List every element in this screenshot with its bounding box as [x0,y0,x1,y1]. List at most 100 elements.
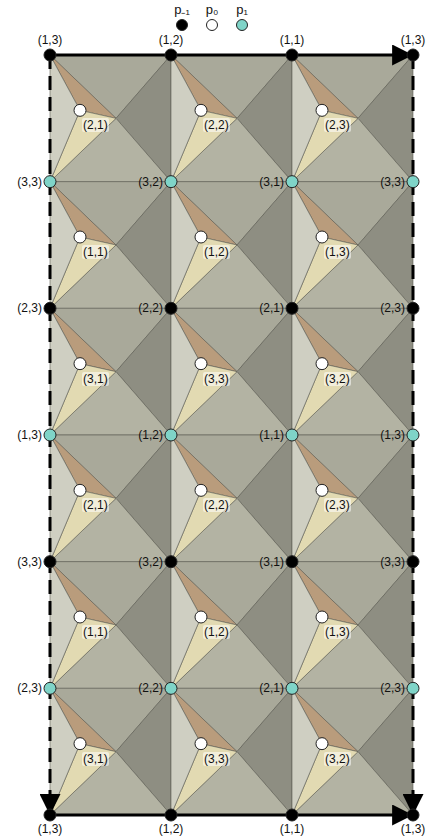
site-label: (3,3) [17,555,42,569]
atom-dot [286,809,298,821]
atom-dot [195,738,207,750]
atom-dot [165,176,177,188]
atom-dot [165,556,177,568]
site-label: (2,2) [203,498,230,512]
octahedron-face [50,308,80,435]
site-label: (1,3) [380,428,405,442]
frame-arrow [50,54,411,57]
legend-swatch [176,19,188,31]
octahedron-face [171,562,201,689]
octahedron-face [292,55,322,182]
site-label: (1,1) [259,428,284,442]
atom-dot [44,556,56,568]
atom-dot [195,104,207,116]
octahedron-face [171,688,201,815]
site-label: (2,3) [324,498,351,512]
octahedron-face [292,182,322,309]
atom-dot [195,231,207,243]
atom-dot [407,49,419,61]
frame-arrow [50,814,411,817]
atom-dot [74,104,86,116]
site-label: (2,2) [203,118,230,132]
site-label: (2,3) [324,118,351,132]
atom-dot [316,231,328,243]
octahedron-face [50,182,80,309]
atom-dot [286,49,298,61]
site-label: (1,2) [203,245,230,259]
site-label: (1,1) [280,33,305,47]
site-label: (1,3) [401,822,426,836]
site-label: (1,3) [38,33,63,47]
atom-dot [74,611,86,623]
site-label: (1,3) [324,245,351,259]
atom-dot [407,556,419,568]
site-label: (3,3) [203,752,230,766]
site-label: (3,2) [138,175,163,189]
atom-dot [286,556,298,568]
atom-dot [74,231,86,243]
atom-dot [286,302,298,314]
atom-dot [165,682,177,694]
atom-dot [407,176,419,188]
site-label: (3,1) [259,175,284,189]
site-label: (1,3) [38,822,63,836]
site-label: (1,3) [401,33,426,47]
site-label: (3,3) [17,175,42,189]
atom-dot [316,738,328,750]
atom-dot [316,484,328,496]
atom-dot [165,429,177,441]
site-label: (1,1) [82,245,109,259]
site-label: (3,1) [82,752,109,766]
atom-dot [74,738,86,750]
octahedron-face [292,435,322,562]
octahedron-face [292,562,322,689]
site-label: (2,1) [82,118,109,132]
site-label: (2,1) [259,301,284,315]
atom-dot [44,809,56,821]
atom-dot [44,49,56,61]
atom-dot [44,176,56,188]
site-label: (3,2) [138,555,163,569]
octahedron-face [171,182,201,309]
legend-swatch [236,19,248,31]
atom-dot [195,611,207,623]
atom-dot [74,358,86,370]
site-label: (3,3) [380,175,405,189]
site-label: (3,2) [324,372,351,386]
site-label: (1,2) [203,625,230,639]
octahedron-face [171,435,201,562]
atom-dot [286,682,298,694]
site-label: (2,3) [17,301,42,315]
atom-dot [44,302,56,314]
octahedron-face [292,688,322,815]
octahedron-face [50,562,80,689]
atom-dot [165,49,177,61]
site-label: (1,2) [159,822,184,836]
atom-dot [407,809,419,821]
site-label: (2,2) [138,681,163,695]
octahedron-face [50,435,80,562]
atom-dot [316,104,328,116]
atom-dot [407,429,419,441]
legend-label: p₁ [236,2,248,17]
atom-dot [74,484,86,496]
site-label: (2,2) [138,301,163,315]
site-label: (3,3) [203,372,230,386]
legend-label: p₀ [206,2,219,17]
site-label: (2,3) [380,301,405,315]
legend-label: p₋₁ [174,2,190,17]
atom-dot [44,682,56,694]
legend-swatch [206,19,218,31]
octahedron-face [50,55,80,182]
octahedron-face [171,308,201,435]
site-label: (3,2) [324,752,351,766]
site-label: (1,1) [280,822,305,836]
site-label: (3,3) [380,555,405,569]
site-label: (2,1) [259,681,284,695]
octahedron-face [292,308,322,435]
atom-dot [407,682,419,694]
octahedron-face [171,55,201,182]
site-label: (1,2) [159,33,184,47]
site-label: (2,1) [82,498,109,512]
site-label: (1,2) [138,428,163,442]
